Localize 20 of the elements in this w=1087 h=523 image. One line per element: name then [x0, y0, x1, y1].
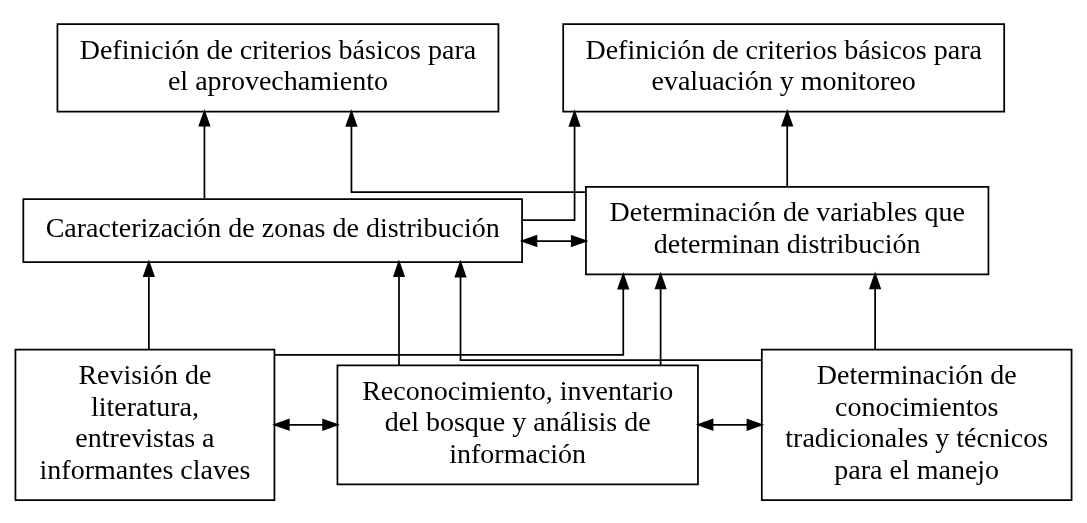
- arrow: [345, 108, 587, 193]
- arrow: [521, 108, 581, 221]
- arrow: [142, 258, 155, 350]
- arrow: [695, 418, 765, 431]
- arrow: [869, 271, 882, 350]
- node-box: Reconocimiento, inventario del bosque y análisis de información: [336, 363, 699, 485]
- arrow: [654, 271, 667, 366]
- arrow: [781, 108, 794, 187]
- arrow: [392, 259, 406, 366]
- arrow: [454, 259, 763, 361]
- arrow: [274, 271, 630, 356]
- node-box: Determinación de conocimientos tradicionales y técnicos para el manejo: [760, 348, 1073, 501]
- node-box: Revisión de literatura, entrevistas a informantes claves: [14, 348, 276, 501]
- node-box: Caracterización de zonas de distribución: [22, 197, 523, 263]
- node-box: Definición de criterios básicos para evaluación y monitoreo: [562, 22, 1006, 112]
- arrow: [519, 234, 589, 247]
- arrow: [272, 418, 340, 431]
- node-box: Determinación de variables que determinan distribución: [585, 185, 990, 275]
- arrow: [198, 108, 211, 199]
- node-box: Definición de criterios básicos para el aprovechamiento: [56, 22, 500, 112]
